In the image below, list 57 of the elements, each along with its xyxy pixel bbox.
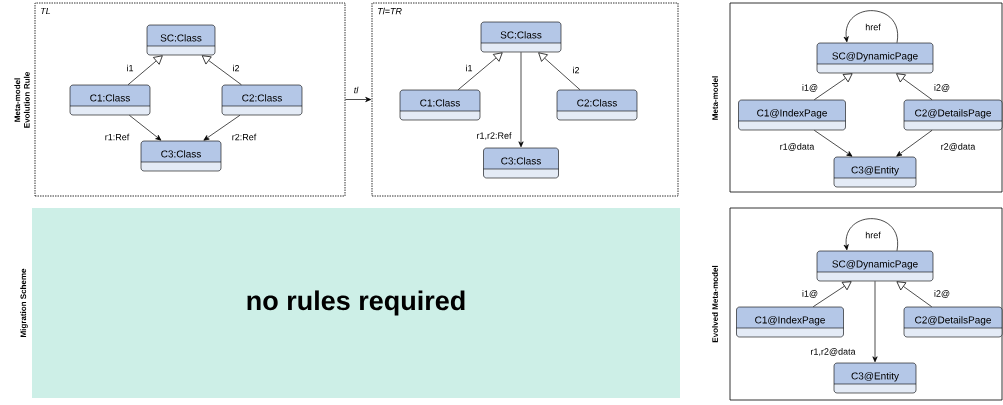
class-box: C3@Entity xyxy=(833,362,917,394)
arrow xyxy=(518,51,524,148)
arrow xyxy=(872,280,878,363)
frame-title: Tl=TR xyxy=(378,7,402,15)
class-box: C3@Entity xyxy=(833,156,917,188)
arrow xyxy=(345,96,372,103)
edge-label: i2 xyxy=(231,63,241,73)
edge-label: i1 xyxy=(125,63,135,73)
class-box: C1@IndexPage xyxy=(738,99,846,131)
class-box: C2:Class xyxy=(556,89,638,121)
side-heading: Evolved Meta-model xyxy=(712,265,718,343)
side-heading: Migration Scheme xyxy=(20,268,28,337)
frame-title: TL xyxy=(41,7,51,15)
edge-label: r1,r2@data xyxy=(809,347,857,357)
edge-label: i1@ xyxy=(800,83,820,93)
class-box: C3:Class xyxy=(140,140,222,172)
arrow xyxy=(896,73,933,101)
edge-label: r1:Ref xyxy=(103,132,131,142)
class-box: SC:Class xyxy=(146,24,216,56)
edge-label: r2:Ref xyxy=(230,132,258,142)
edge-label: r2@data xyxy=(939,142,977,152)
arrow xyxy=(201,55,242,86)
class-box: C1:Class xyxy=(399,89,481,121)
edge-label: href xyxy=(864,230,882,240)
class-box: SC@DynamicPage xyxy=(816,42,934,74)
class-box: SC@DynamicPage xyxy=(816,250,934,282)
edge-label: i2 xyxy=(571,65,581,75)
class-box: SC:Class xyxy=(480,21,562,53)
edge-label: i2@ xyxy=(932,289,952,299)
arrow xyxy=(896,129,933,157)
side-heading: Meta-model Evolution Rule xyxy=(14,72,30,128)
arrow xyxy=(457,52,503,91)
arrow xyxy=(203,114,241,141)
class-box: C1:Class xyxy=(69,84,151,116)
arrow xyxy=(127,55,163,86)
arrow xyxy=(813,129,853,157)
edge-label: i1@ xyxy=(800,289,820,299)
arrow xyxy=(812,281,852,308)
arrow xyxy=(896,281,933,308)
side-heading: Meta-model xyxy=(712,76,718,120)
class-box: C1@IndexPage xyxy=(736,306,844,338)
edge-label: r1,r2:Ref xyxy=(475,131,513,141)
edge-label: tl xyxy=(352,85,360,95)
arrow xyxy=(843,10,898,44)
arrow xyxy=(843,218,898,252)
panel-text: no rules required xyxy=(247,290,465,316)
class-box: C2@DetailsPage xyxy=(903,306,1003,338)
edge-label: r1@data xyxy=(778,142,816,152)
class-box: C2:Class xyxy=(221,84,303,116)
arrow xyxy=(129,114,162,141)
arrow xyxy=(813,73,853,101)
edge-label: i2@ xyxy=(932,83,952,93)
edge-label: href xyxy=(864,22,882,32)
class-box: C3:Class xyxy=(483,147,559,179)
edge-label: i1 xyxy=(464,63,474,73)
arrow xyxy=(538,52,581,91)
class-box: C2@DetailsPage xyxy=(903,99,1003,131)
